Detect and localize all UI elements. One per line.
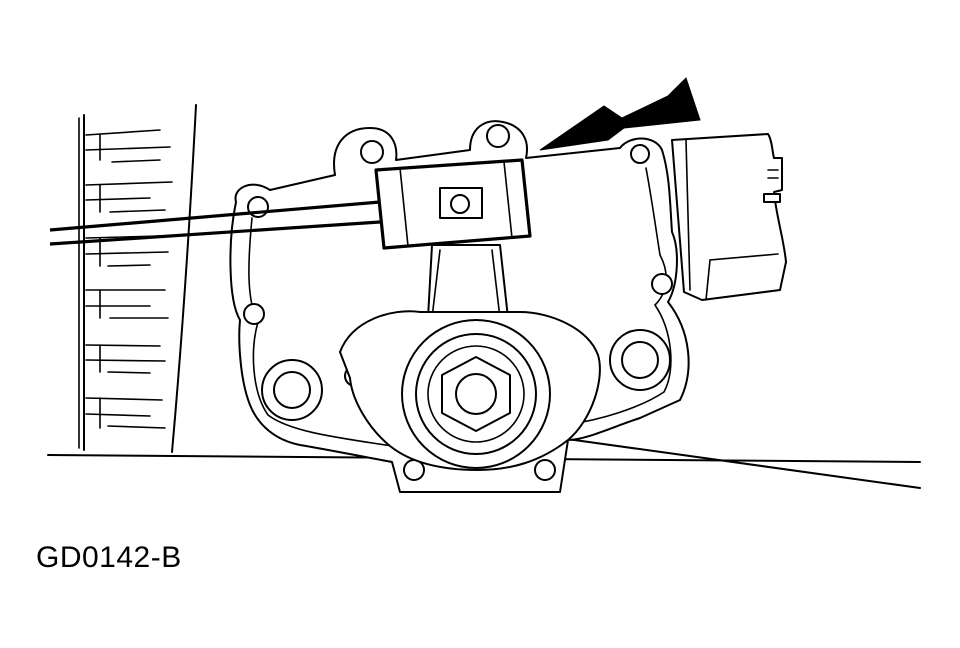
electrical-connector xyxy=(671,133,787,301)
manual-lever-position-sensor xyxy=(229,120,690,493)
boss-right-mid xyxy=(651,273,673,295)
indicator-arrow xyxy=(539,77,701,151)
boss-bottom-right xyxy=(534,459,556,481)
tool-rod xyxy=(49,200,381,232)
transmission-case xyxy=(47,104,921,489)
mount-hole-right xyxy=(609,329,671,391)
boss-right-upper xyxy=(630,144,650,164)
boss-top-mid xyxy=(486,124,510,148)
boss-top-left xyxy=(360,140,384,164)
alignment-tool xyxy=(49,158,532,250)
figure-code: GD0142-B xyxy=(36,541,182,574)
case-ribs xyxy=(85,129,173,429)
mount-hole-left xyxy=(261,359,323,421)
boss-left-mid xyxy=(243,303,265,325)
